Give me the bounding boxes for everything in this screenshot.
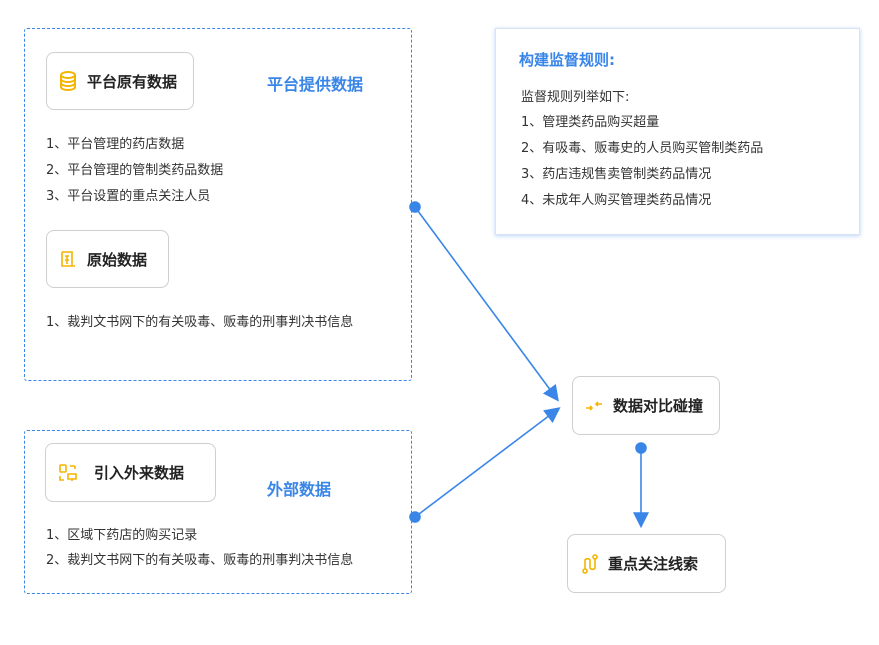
rule-item: 3、药店违规售卖管制类药品情况 [521,167,712,182]
rules-title: 构建监督规则: [519,51,615,69]
rules-panel: 构建监督规则: 监督规则列举如下: 1、管理类药品购买超量 2、有吸毒、贩毒史的… [495,28,860,235]
platform-group-label: 平台提供数据 [267,75,364,94]
building-icon [61,251,75,267]
rule-item: 4、未成年人购买管理类药品情况 [521,193,712,208]
node-label: 数据对比碰撞 [613,397,704,415]
node-raw-data[interactable]: 原始数据 [46,230,169,288]
list-item: 2、平台管理的管制类药品数据 [46,163,224,178]
data-transfer-icon [59,463,77,481]
external-group-label: 外部数据 [267,480,332,499]
list-item: 3、平台设置的重点关注人员 [46,189,211,204]
route-icon [582,553,598,574]
rule-item: 1、管理类药品购买超量 [521,115,660,130]
node-label: 平台原有数据 [87,72,178,91]
external-data-group [24,430,412,594]
list-item: 1、区域下药店的购买记录 [46,528,198,543]
rules-intro: 监督规则列举如下: [521,90,630,105]
database-icon [60,71,76,91]
rule-item: 2、有吸毒、贩毒史的人员购买管制类药品 [521,141,764,156]
node-label: 原始数据 [87,250,148,269]
connector-external-to-compare [409,407,561,523]
compare-arrows-icon [586,400,602,411]
connector-compare-to-clues [633,442,649,529]
node-import-data[interactable]: 引入外来数据 [45,443,216,502]
node-label: 重点关注线索 [608,555,699,573]
list-item: 2、裁判文书网下的有关吸毒、贩毒的刑事判决书信息 [46,553,354,568]
node-data-compare[interactable]: 数据对比碰撞 [572,376,720,435]
node-platform-data[interactable]: 平台原有数据 [46,52,194,110]
list-item: 1、裁判文书网下的有关吸毒、贩毒的刑事判决书信息 [46,315,354,330]
connector-platform-to-compare [409,201,559,402]
node-label: 引入外来数据 [94,464,185,482]
list-item: 1、平台管理的药店数据 [46,137,185,152]
node-key-clues[interactable]: 重点关注线索 [567,534,726,593]
